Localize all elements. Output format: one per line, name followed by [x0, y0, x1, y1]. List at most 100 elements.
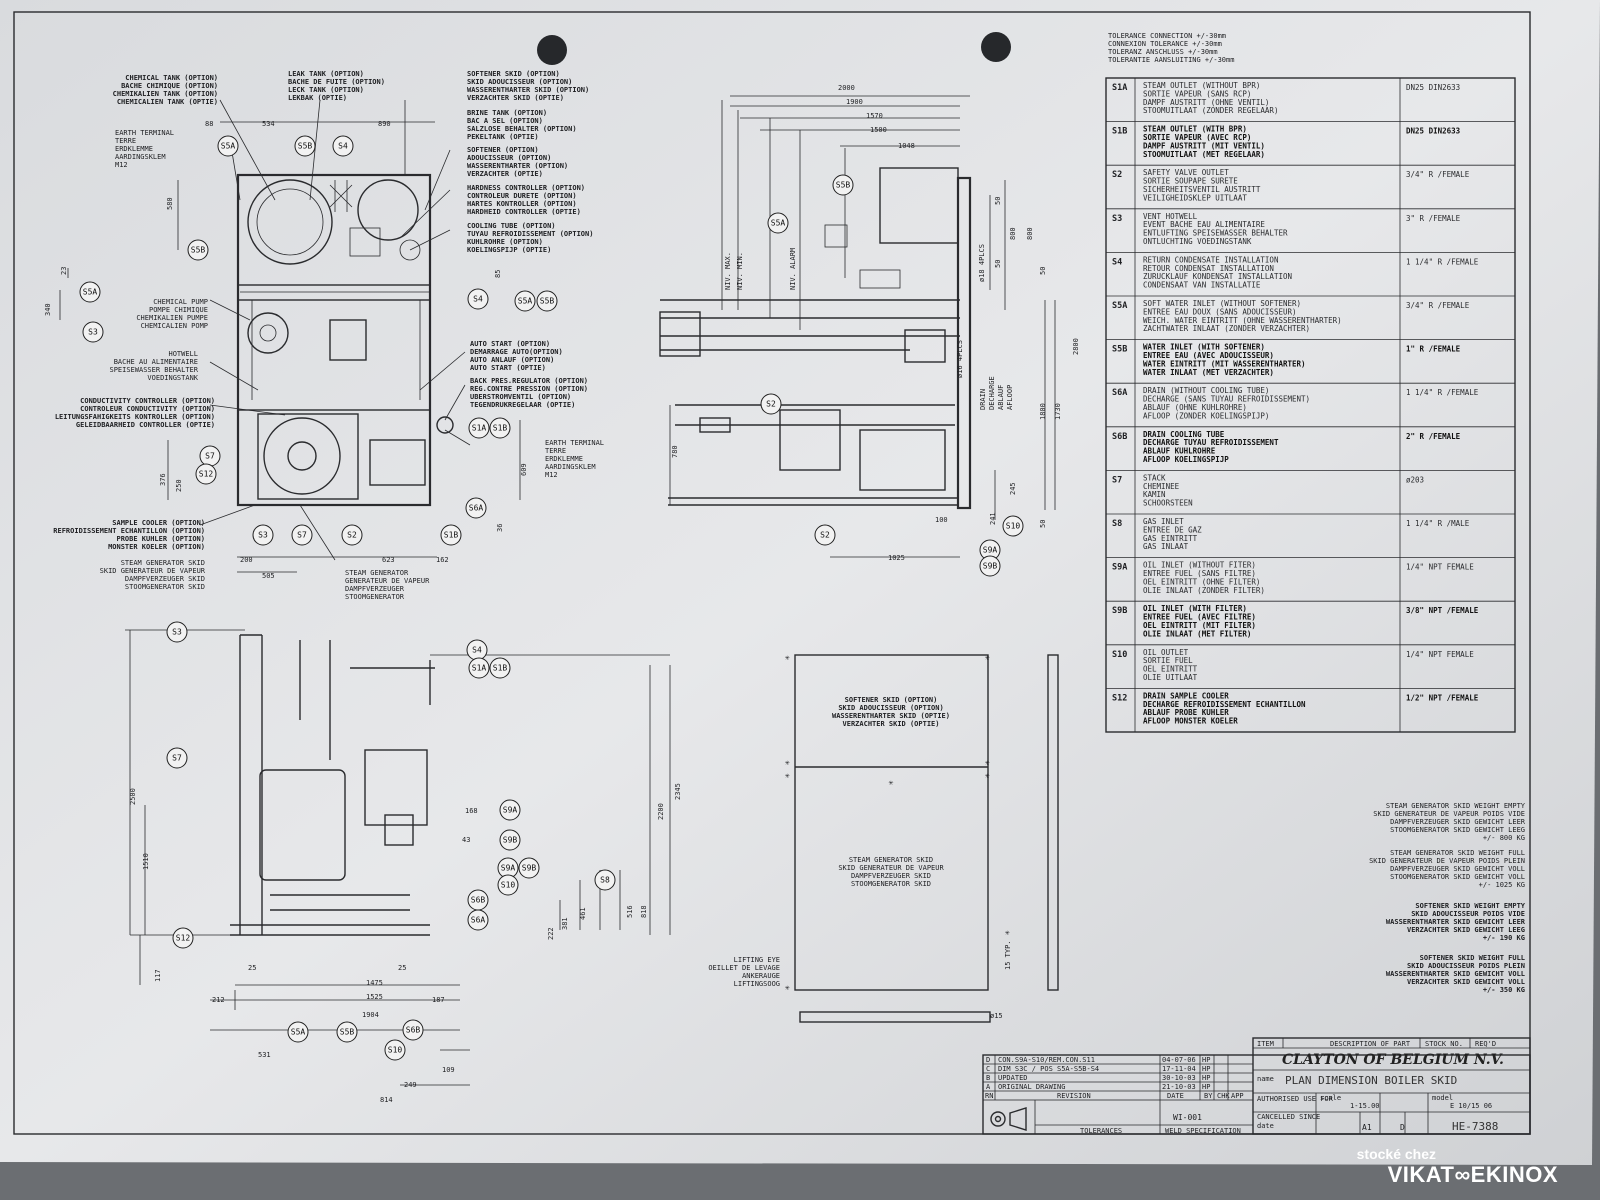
conn-size: DN25 DIN2633 — [1406, 83, 1460, 92]
conn-desc: SOFT WATER INLET (WITHOUT SOFTENER)ENTRE… — [1143, 299, 1342, 333]
svg-text:85: 85 — [494, 270, 502, 278]
tb-item: ITEM — [1257, 1040, 1274, 1048]
rev-date: 04-07-06 — [1162, 1056, 1196, 1064]
conn-code: S9A — [1112, 563, 1127, 573]
softener-box-label: SOFTENER SKID (OPTION)SKID ADOUCISSEUR (… — [832, 696, 950, 728]
rev-header-desc: REVISION — [1057, 1092, 1091, 1100]
svg-text:S5A: S5A — [291, 1028, 306, 1037]
front-pipes — [299, 640, 435, 760]
bubble-s6b-front: S6B — [467, 889, 489, 911]
dim: 168 — [465, 807, 478, 815]
bubble-s1b-front: S1B — [489, 657, 511, 679]
bubble-s1a-front: S1A — [468, 657, 490, 679]
bubble-s12-front: S12 — [172, 927, 194, 949]
bubble-s10-front: S10 — [497, 874, 519, 896]
watermark-top: stocké chez — [1356, 1146, 1436, 1162]
svg-text:AUTO START (OPTION)DEMARRAGE A: AUTO START (OPTION)DEMARRAGE AUTO(OPTION… — [470, 340, 563, 372]
projection-circle-icon — [990, 1111, 1006, 1127]
conn-code: S12 — [1112, 693, 1127, 703]
side-box — [859, 269, 901, 289]
side-pump — [904, 329, 946, 363]
hotwell-pump — [329, 319, 367, 361]
tb-left-block — [982, 1099, 1254, 1135]
dim: 1510 — [142, 853, 150, 870]
niv-alarm: NIV. ALARM — [789, 248, 797, 290]
conn-size: 1/4" NPT FEMALE — [1406, 650, 1474, 659]
bubble-s6b-front-2: S6B — [402, 1019, 424, 1041]
footprint-outline — [794, 654, 989, 991]
title-block: ITEM DESCRIPTION OF PART STOCK NO. REQ'D… — [982, 1037, 1531, 1135]
drain-label: DRAINDECHARGEABLAUFAFLOOP — [979, 376, 1014, 410]
conn-size: 1 1/4" R /FEMALE — [1406, 388, 1479, 397]
side-small-box — [824, 224, 848, 248]
svg-text:S7: S7 — [205, 452, 215, 461]
conn-desc: OIL INLET (WITHOUT FITER)ENTREE FUEL (SA… — [1143, 561, 1265, 595]
rev-header-by: BY — [1204, 1092, 1213, 1100]
conn-code: S5A — [1112, 301, 1127, 311]
svg-text:S5B: S5B — [836, 181, 851, 190]
bubble-s1a: S1A — [468, 417, 490, 439]
svg-text:S1A: S1A — [472, 664, 487, 673]
tb-rev: D — [1400, 1123, 1405, 1132]
bubble-s7: S7 — [199, 445, 221, 467]
rev-by: HP — [1202, 1083, 1210, 1091]
dim: 818 — [640, 905, 648, 918]
lifting-eye-markers: ✳✳ ✳✳ ✳✳ ✳✳ — [785, 653, 1010, 992]
rev-by: HP — [1202, 1056, 1210, 1064]
conn-code: S7 — [1112, 475, 1122, 485]
chemical-tank-hatch — [329, 180, 353, 212]
plan-bubbles: S5A S5B S4 S5B S5A S3 S4 S5A S5B S1A S1B… — [79, 135, 558, 546]
conn-row: S5A SOFT WATER INLET (WITHOUT SOFTENER)EN… — [1112, 299, 1470, 333]
dim: 25 — [248, 964, 256, 972]
conn-size: 1/4" NPT FEMALE — [1406, 563, 1474, 572]
tb-auth: AUTHORISED USE FOR — [1257, 1095, 1334, 1103]
side-frame-bar — [956, 176, 972, 510]
svg-text:36: 36 — [496, 524, 504, 532]
rev-code: A — [986, 1083, 991, 1091]
dim: 800 — [1009, 227, 1017, 240]
brine-tank-inner — [256, 188, 324, 256]
svg-text:✳: ✳ — [985, 653, 990, 662]
dim: 109 — [442, 1066, 455, 1074]
company-name: CLAYTON OF BELGIUM N.V. — [1282, 1052, 1504, 1068]
dim: 50 — [994, 260, 1002, 268]
svg-text:580: 580 — [166, 197, 174, 210]
svg-text:23: 23 — [60, 267, 68, 275]
drawing-border — [13, 11, 1531, 1135]
conn-desc: DRAIN (WITHOUT COOLING TUBE)DECHARGE (SA… — [1143, 386, 1310, 420]
rev-desc: DIM S3C / POS S5A-S5B-S4 — [998, 1065, 1099, 1073]
svg-text:S3: S3 — [258, 531, 268, 540]
bubble-s4-2: S4 — [467, 288, 489, 310]
plan-dim-lines — [59, 121, 521, 573]
side-burner — [779, 409, 841, 471]
svg-text:CONDUCTIVITY CONTROLLER (OPTIO: CONDUCTIVITY CONTROLLER (OPTION)CONTROLE… — [55, 397, 215, 429]
bubble-s1b-2: S1B — [440, 524, 462, 546]
rev-desc: UPDATED — [998, 1074, 1028, 1082]
tb-wi: WI-001 — [1173, 1113, 1202, 1122]
brine-tank-circle — [247, 179, 333, 265]
dim: 814 — [380, 1096, 393, 1104]
tb-model: E 10/15 06 — [1450, 1102, 1492, 1110]
conn-table-frame — [1105, 77, 1516, 733]
bubble-s9b-side: S9B — [979, 555, 1001, 577]
dim: 1800 — [1039, 403, 1047, 420]
bubble-s5b-2: S5B — [187, 239, 209, 261]
dim: 2000 — [838, 84, 855, 92]
bubble-s4: S4 — [332, 135, 354, 157]
dim: ø15 — [990, 1012, 1003, 1020]
dim: 516 — [626, 905, 634, 918]
svg-text:S4: S4 — [338, 142, 348, 151]
